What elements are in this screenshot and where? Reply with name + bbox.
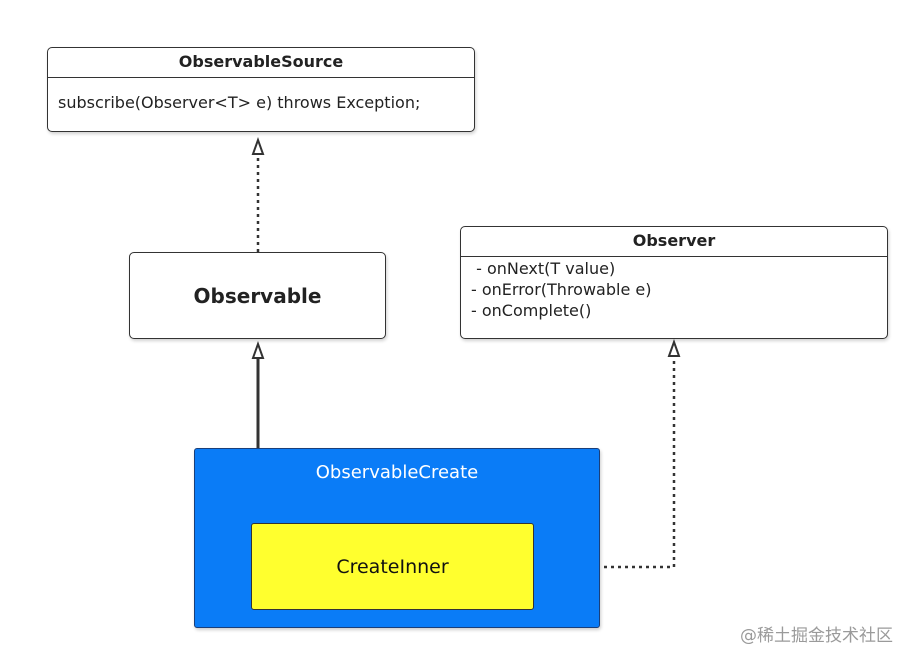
observable-title: Observable [193,283,322,308]
observable-source-method: subscribe(Observer<T> e) throws Exceptio… [58,93,421,112]
observer-method-onnext: - onNext(T value) [471,259,616,278]
realization-line-observer [534,356,676,569]
observable-box: Observable [129,252,386,339]
create-inner-title: CreateInner [336,555,449,578]
arrowhead-observable [251,341,265,359]
observer-methods: - onNext(T value) - onError(Throwable e)… [461,257,887,321]
observer-title: Observer [461,227,887,257]
observable-source-box: ObservableSource subscribe(Observer<T> e… [47,47,475,132]
observer-method-oncomplete: - onComplete() [471,301,592,320]
create-inner-box: CreateInner [251,523,534,610]
arrowhead-observer [667,339,681,357]
arrowhead-observable-source [251,137,265,155]
observer-method-onerror: - onError(Throwable e) [471,280,652,299]
watermark: @稀土掘金技术社区 [740,626,893,646]
observable-create-title: ObservableCreate [315,462,479,483]
observable-source-title: ObservableSource [48,48,474,78]
observer-box: Observer - onNext(T value) - onError(Thr… [460,226,888,339]
